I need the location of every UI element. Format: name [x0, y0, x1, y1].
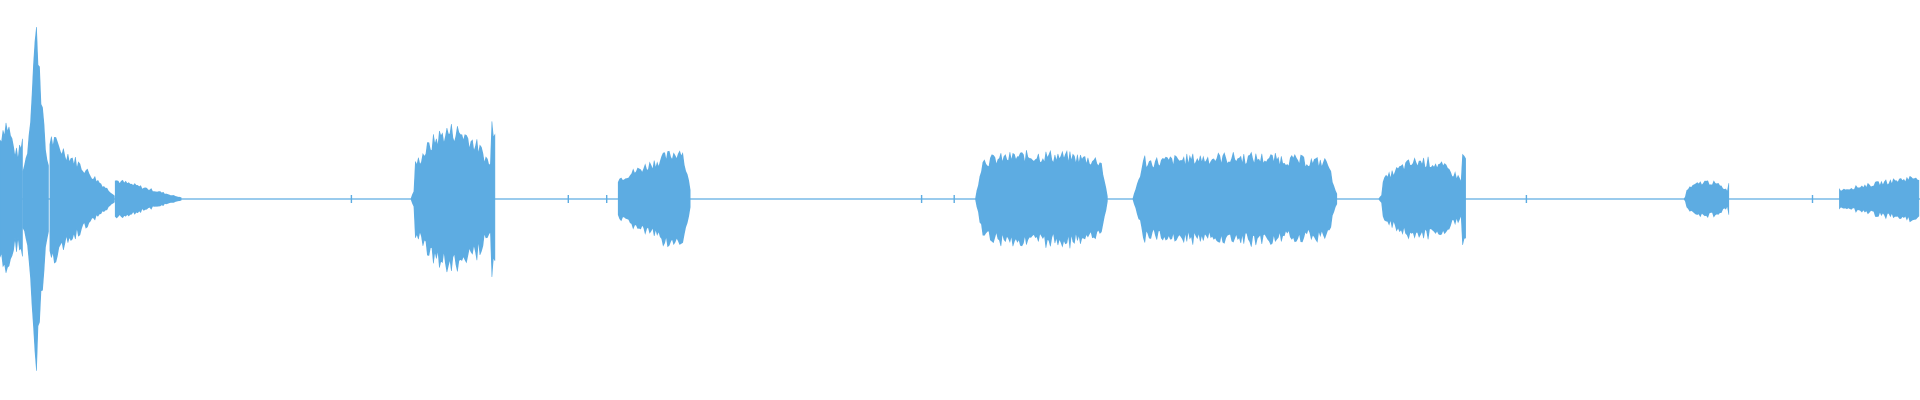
waveform-segment-7: [1132, 151, 1338, 247]
waveform-segment-6: [975, 149, 1108, 249]
waveform-segment-5: [617, 150, 691, 248]
waveform-segment-8: [1378, 153, 1466, 245]
waveform-segments: [0, 26, 1920, 371]
waveform-segment-10: [1839, 175, 1920, 223]
waveform-segment-9: [1683, 180, 1730, 219]
waveform-segment-1: [22, 26, 49, 371]
waveform-segment-0: [0, 122, 23, 273]
waveform-segment-3: [114, 179, 182, 219]
waveform-segment-4: [410, 121, 496, 278]
waveform-segment-2: [49, 136, 115, 264]
